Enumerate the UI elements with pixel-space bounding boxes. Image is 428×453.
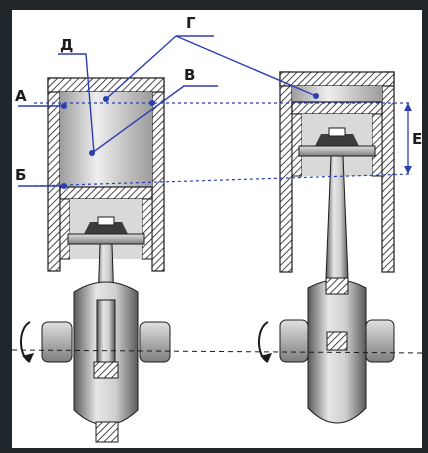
right-main-journal-left <box>279 319 309 363</box>
right-pin-boss <box>315 134 359 146</box>
right-piston-crown <box>291 101 383 115</box>
right-rod-cap <box>326 331 348 351</box>
left-cylinder-wall-left <box>47 77 61 272</box>
right-combustion-chamber <box>292 86 382 102</box>
left-cylinder-wall-right <box>151 77 165 272</box>
left-pin-boss <box>84 222 128 234</box>
left-crank-web <box>96 299 116 371</box>
diagram-canvas: А Б В Г Д Е <box>12 10 422 448</box>
right-cylinder-wall-left <box>279 71 293 273</box>
left-rotation-arrowhead <box>22 353 34 362</box>
left-piston-crown <box>59 186 153 200</box>
right-main-journal-right <box>365 319 395 363</box>
leader-g-left <box>105 35 177 100</box>
left-combustion-chamber <box>60 92 152 187</box>
right-pin-cap <box>328 127 346 137</box>
leader-d <box>58 53 95 154</box>
engine-diagram: А Б В Г Д Е <box>12 14 422 443</box>
right-piston-skirt-left <box>291 113 303 177</box>
right-cylinder-head <box>279 71 395 87</box>
dot-v-d <box>89 150 95 156</box>
label-b: Б <box>15 166 26 184</box>
label-g: Г <box>186 14 196 32</box>
leader-g-right <box>175 35 317 97</box>
label-e: Е <box>412 130 422 148</box>
leader-lines <box>18 35 317 187</box>
right-crank-pin <box>325 277 349 295</box>
left-cylinder-head <box>47 77 165 93</box>
dot-a <box>61 103 67 109</box>
dot-g-right <box>313 93 319 99</box>
leader-v <box>91 85 218 154</box>
dot-b <box>61 183 67 189</box>
left-pin-cap <box>97 216 115 226</box>
label-a: А <box>15 87 27 105</box>
right-engine <box>258 71 395 424</box>
dot-tdc <box>149 100 155 106</box>
right-rotation-arrowhead <box>260 353 272 362</box>
right-piston-pin <box>298 145 376 157</box>
right-cylinder-wall-right <box>381 71 395 273</box>
left-piston-pin <box>67 233 145 245</box>
stroke-arrow-top <box>404 103 412 111</box>
label-v: В <box>184 66 195 84</box>
dot-g-left <box>103 96 109 102</box>
left-piston-skirt-right <box>141 198 153 260</box>
left-piston-skirt-left <box>59 198 71 260</box>
left-rod-cap <box>95 421 119 443</box>
right-crank-cheek <box>307 279 367 424</box>
left-engine <box>20 77 171 443</box>
right-piston-skirt-right <box>371 113 383 177</box>
left-crank-pin <box>93 361 119 379</box>
label-d: Д <box>60 36 73 54</box>
left-main-journal-right <box>139 321 171 363</box>
stroke-arrow-bottom <box>404 166 412 174</box>
left-main-journal-left <box>41 321 73 363</box>
